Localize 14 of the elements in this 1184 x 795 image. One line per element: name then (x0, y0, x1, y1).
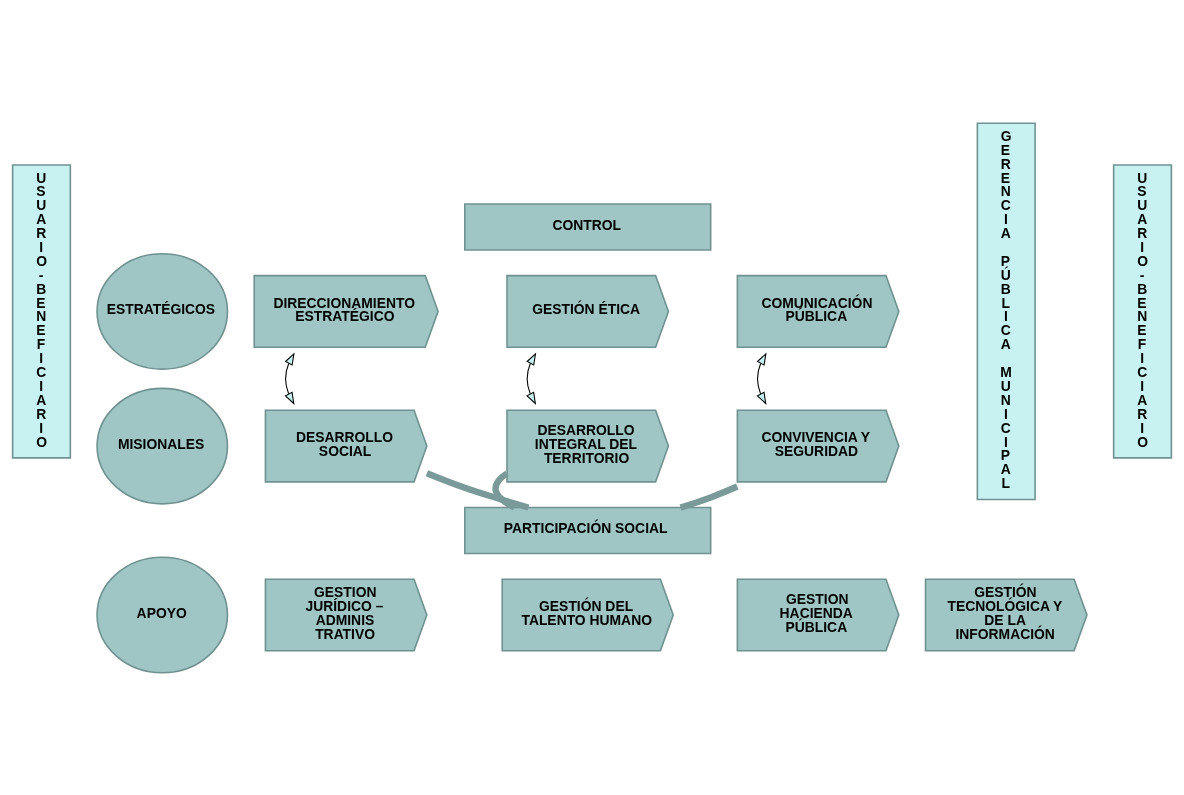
node-box: GERENCIA PÚBLICA MUNICIPAL (976, 122, 1036, 500)
node-box: PARTICIPACIÓN SOCIAL (464, 506, 712, 554)
arrow (756, 351, 767, 405)
node-ellipse: ESTRATÉGICOS (96, 252, 229, 370)
arrow (284, 351, 295, 405)
node-box: USUARIO-BENEFICIARIO (1112, 163, 1173, 459)
arrow (526, 351, 537, 405)
node-ellipse: MISIONALES (96, 387, 229, 505)
node-box: CONTROL (464, 202, 712, 251)
connector (679, 483, 739, 511)
connector (492, 470, 516, 510)
connector (425, 469, 530, 511)
node-ellipse: APOYO (96, 556, 229, 673)
node-box: USUARIO-BENEFICIARIO (11, 163, 72, 459)
